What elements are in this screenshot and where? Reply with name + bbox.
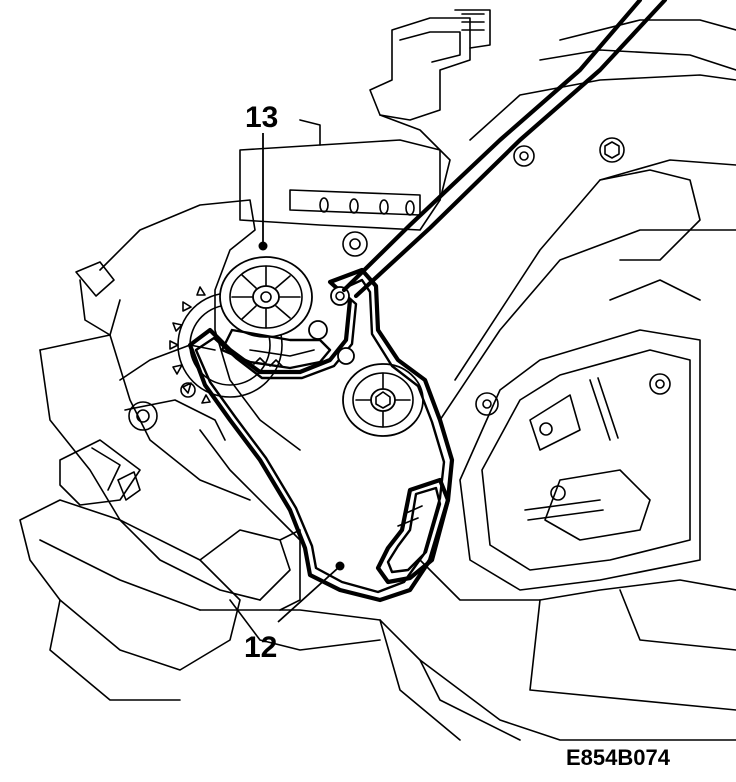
callout-13: 13 xyxy=(245,101,278,251)
tension-pulley xyxy=(342,363,424,437)
figure-code: E854B074 xyxy=(566,745,671,770)
callout-13-label: 13 xyxy=(245,101,278,134)
drive-pulley xyxy=(219,256,313,338)
mounting-bracket xyxy=(187,267,455,603)
motor-housing xyxy=(19,199,736,741)
callout-12: 12 xyxy=(244,561,345,664)
callout-12-label: 12 xyxy=(244,631,277,664)
window-cables xyxy=(341,0,668,299)
housing-structure xyxy=(239,9,736,711)
